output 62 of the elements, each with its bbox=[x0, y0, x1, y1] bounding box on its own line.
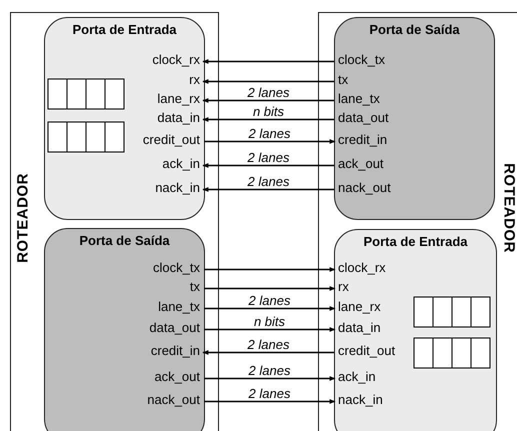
signal-label: clock_rx bbox=[338, 260, 386, 276]
arrow bbox=[204, 139, 336, 144]
signal-label: data_out bbox=[149, 320, 200, 336]
signal-label: credit_out bbox=[142, 132, 200, 148]
arrow bbox=[204, 327, 336, 332]
arrow bbox=[204, 399, 336, 404]
signal-label: tx bbox=[190, 279, 200, 295]
arrow bbox=[204, 376, 336, 381]
signal-label: lane_rx bbox=[157, 91, 200, 107]
signal-label: clock_tx bbox=[338, 52, 385, 68]
port-box bbox=[44, 228, 205, 431]
signal-label: lane_tx bbox=[158, 299, 200, 315]
signal-label: data_out bbox=[338, 110, 389, 126]
port-title: Porta de Entrada bbox=[71, 22, 178, 37]
edge-label: 2 lanes bbox=[246, 338, 292, 350]
edge-label: 2 lanes bbox=[246, 126, 292, 140]
port-title: Porta de Entrada bbox=[362, 234, 469, 249]
signal-label: nack_in bbox=[338, 392, 383, 408]
arrow bbox=[202, 163, 334, 168]
router-label: ROTEADOR bbox=[14, 173, 32, 263]
signal-label: ack_out bbox=[154, 369, 200, 385]
edge-label: 2 lanes bbox=[246, 294, 292, 306]
port-title: Porta de Saída bbox=[368, 22, 461, 37]
signal-label: credit_in bbox=[338, 132, 388, 148]
edge-label: 2 lanes bbox=[246, 386, 292, 400]
arrow bbox=[202, 98, 334, 103]
signal-label: rx bbox=[189, 72, 200, 88]
arrow bbox=[204, 267, 336, 272]
signal-label: nack_out bbox=[338, 180, 391, 196]
port-title: Porta de Saída bbox=[78, 233, 171, 248]
router-label: ROTEADOR bbox=[500, 163, 517, 253]
edge-label: n bits bbox=[250, 104, 286, 118]
signal-label: credit_out bbox=[338, 343, 396, 359]
signal-label: lane_tx bbox=[338, 91, 380, 107]
arrow bbox=[202, 79, 334, 84]
signal-label: nack_out bbox=[147, 392, 200, 408]
edge-label: 2 lanes bbox=[246, 86, 292, 98]
router-box bbox=[10, 12, 219, 431]
arrow bbox=[204, 286, 336, 291]
signal-label: ack_out bbox=[338, 156, 384, 172]
signal-label: lane_rx bbox=[338, 299, 381, 315]
arrow bbox=[202, 59, 334, 64]
signal-label: clock_tx bbox=[153, 260, 200, 276]
signal-label: ack_in bbox=[162, 156, 200, 172]
signal-label: ack_in bbox=[338, 369, 376, 385]
router-box bbox=[318, 12, 517, 431]
port-box bbox=[334, 17, 495, 220]
signal-label: rx bbox=[338, 279, 349, 295]
edge-label: 2 lanes bbox=[246, 364, 292, 376]
arrow bbox=[202, 350, 334, 355]
edge-label: n bits bbox=[252, 314, 288, 328]
arrow bbox=[202, 117, 334, 122]
edge-label: 2 lanes bbox=[246, 174, 292, 188]
edge-label: 2 lanes bbox=[246, 150, 292, 164]
signal-label: clock_rx bbox=[152, 52, 200, 68]
arrow bbox=[202, 187, 334, 192]
arrow bbox=[204, 306, 336, 311]
signal-label: credit_in bbox=[150, 343, 200, 359]
signal-label: nack_in bbox=[155, 180, 200, 196]
signal-label: tx bbox=[338, 72, 348, 88]
signal-label: data_in bbox=[157, 110, 200, 126]
signal-label: data_in bbox=[338, 320, 381, 336]
